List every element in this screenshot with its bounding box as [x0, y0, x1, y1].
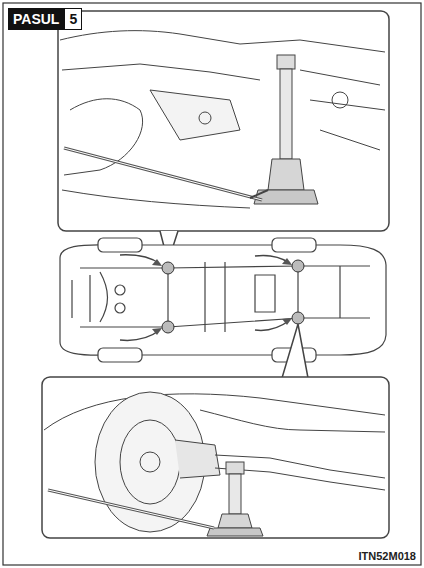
car-underbody — [60, 238, 386, 362]
step-number-box: 5 — [64, 8, 82, 30]
front-jack-inset — [58, 11, 389, 231]
figure-code: ITN52M018 — [359, 550, 416, 562]
step-label-box: PASUL — [8, 8, 64, 30]
step-number: 5 — [69, 10, 77, 28]
step-label: PASUL — [13, 10, 59, 28]
rear-jack-inset — [42, 377, 389, 538]
